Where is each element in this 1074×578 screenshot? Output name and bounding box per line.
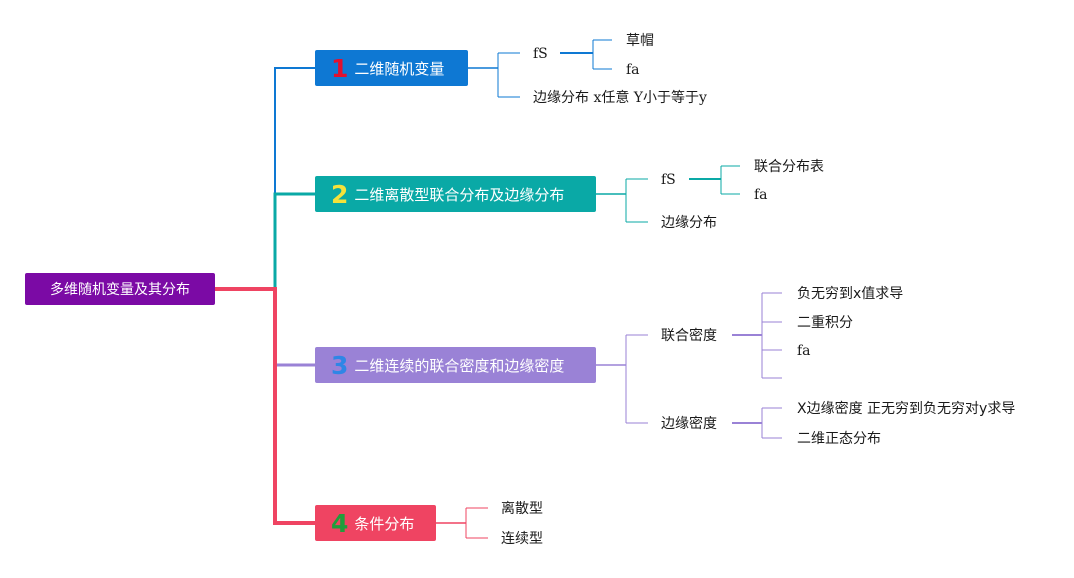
leaf-b3-normal[interactable]: 二维正态分布	[797, 431, 881, 447]
branch-label-4: 条件分布	[354, 514, 415, 533]
branch-label-3: 二维连续的联合密度和边缘密度	[354, 356, 565, 375]
leaf-b2-fa[interactable]: fa	[754, 187, 768, 203]
leaf-b3-x-marginal[interactable]: X边缘密度 正无穷到负无穷对y求导	[797, 401, 1016, 417]
branch-node-1[interactable]: 1 二维随机变量	[315, 50, 468, 86]
leaf-b1-fa[interactable]: fa	[626, 62, 640, 78]
leaf-b2-table[interactable]: 联合分布表	[754, 159, 824, 175]
leaf-b3-joint-density[interactable]: 联合密度	[661, 328, 717, 344]
branch-label-2: 二维离散型联合分布及边缘分布	[354, 185, 565, 204]
trunk-line-3	[273, 289, 315, 367]
branch-node-4[interactable]: 4 条件分布	[315, 505, 436, 541]
leaf-b2-marginal[interactable]: 边缘分布	[661, 215, 717, 231]
branch-number-1: 1	[331, 53, 349, 83]
leaf-b2-fs[interactable]: fS	[661, 172, 676, 188]
branch-number-3: 3	[331, 350, 349, 380]
root-label: 多维随机变量及其分布	[50, 282, 190, 298]
leaf-b1-caomao[interactable]: 草帽	[626, 33, 654, 49]
branch-label-1: 二维随机变量	[354, 59, 445, 78]
branch-number-4: 4	[331, 508, 349, 538]
leaf-b4-continuous[interactable]: 连续型	[501, 531, 543, 547]
branch-node-2[interactable]: 2 二维离散型联合分布及边缘分布	[315, 176, 596, 212]
trunk-line-2	[273, 192, 315, 289]
leaf-b3-derivative[interactable]: 负无穷到x值求导	[797, 286, 904, 302]
leaf-b1-fs[interactable]: fS	[533, 46, 548, 62]
branch-node-3[interactable]: 3 二维连续的联合密度和边缘密度	[315, 347, 596, 383]
trunk-line-4	[215, 287, 315, 525]
leaf-b1-marginal[interactable]: 边缘分布 x任意 Y小于等于y	[533, 90, 707, 106]
leaf-b3-fa[interactable]: fa	[797, 343, 811, 359]
leaf-b3-double-integral[interactable]: 二重积分	[797, 315, 853, 331]
trunk-line-1	[215, 67, 315, 290]
branch-number-2: 2	[331, 179, 349, 209]
leaf-b3-marginal-density[interactable]: 边缘密度	[661, 416, 717, 432]
root-node[interactable]: 多维随机变量及其分布	[25, 273, 215, 305]
leaf-b4-discrete[interactable]: 离散型	[501, 501, 543, 517]
